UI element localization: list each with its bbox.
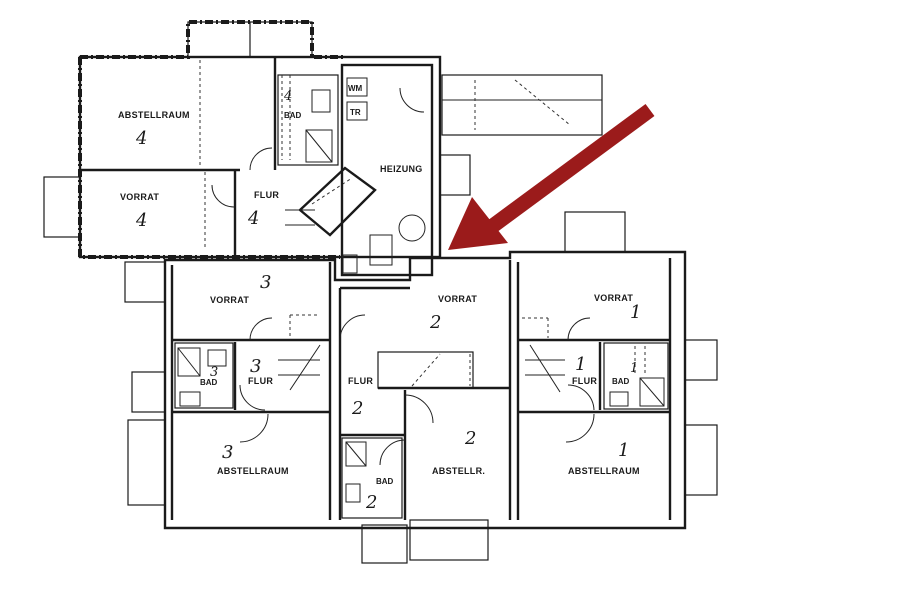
room-label-abstellraum-3: ABSTELLRAUM xyxy=(217,466,289,476)
room-label-abstell-2: ABSTELLR. xyxy=(432,466,485,476)
balcony-3-bottom xyxy=(127,419,166,506)
unit-4: ABSTELLRAUM 4 VORRAT 4 FLUR 4 BAD 4 xyxy=(43,20,442,259)
room-label-flur-3: FLUR xyxy=(248,376,273,386)
bath-3 xyxy=(174,342,234,409)
unit-1: VORRAT 1 FLUR 1 BAD 1 ABSTELLRAUM 1 xyxy=(516,211,718,520)
unit-number-2-bad: 2 xyxy=(365,492,377,513)
unit-number-2-vorrat: 2 xyxy=(429,312,441,333)
room-label-vorrat-4: VORRAT xyxy=(120,192,159,202)
unit-number-1-flur: 1 xyxy=(575,354,586,375)
label-wm: WM xyxy=(348,84,363,93)
balcony-1-right xyxy=(684,424,718,496)
red-arrow-annotation xyxy=(448,103,655,250)
room-label-bad-3: BAD xyxy=(200,378,218,387)
unit-number-4-vorrat: 4 xyxy=(135,210,147,231)
unit-number-2-flur: 2 xyxy=(351,398,363,419)
unit-number-4-flur: 4 xyxy=(247,208,259,229)
unit-3: VORRAT 3 FLUR 3 BAD 3 ABSTELLRAUM 3 xyxy=(124,261,332,520)
room-label-bad-4: BAD xyxy=(284,111,302,120)
diagonal-stair xyxy=(298,166,377,237)
unit-number-4-bad: 4 xyxy=(283,89,292,104)
unit-number-2-abstell: 2 xyxy=(464,428,476,449)
unit-4-hatched-boundary xyxy=(80,20,345,59)
room-label-vorrat-2: VORRAT xyxy=(438,294,477,304)
bath-4 xyxy=(277,74,339,166)
balcony-left xyxy=(43,176,81,238)
unit-number-3-vorrat: 3 xyxy=(260,272,271,293)
room-label-abstellraum-1: ABSTELLRAUM xyxy=(568,466,640,476)
heizung-room xyxy=(340,63,434,277)
unit-number-3-abstellraum: 3 xyxy=(222,442,233,463)
balcony-3-top xyxy=(124,261,166,303)
unit-number-4-abstellraum: 4 xyxy=(135,128,147,149)
room-label-bad-2: BAD xyxy=(376,477,394,486)
room-label-flur-1: FLUR xyxy=(572,376,597,386)
balcony-2-bottom xyxy=(409,519,489,561)
bath-1 xyxy=(603,342,669,410)
unit-2: VORRAT 2 FLUR 2 ABSTELLR. 2 BAD 2 xyxy=(338,260,512,564)
unit-number-3-flur: 3 xyxy=(250,356,261,377)
unit-number-3-bad: 3 xyxy=(210,365,218,380)
exterior-stair-right xyxy=(441,74,603,136)
room-label-vorrat-3: VORRAT xyxy=(210,295,249,305)
unit-4-outer-wall xyxy=(78,55,442,259)
room-label-flur-4: FLUR xyxy=(254,190,279,200)
balcony-1-top xyxy=(564,211,626,253)
room-label-abstellraum-4: ABSTELLRAUM xyxy=(118,110,190,120)
label-tr: TR xyxy=(350,108,361,117)
unit-number-1-abstellraum: 1 xyxy=(618,440,629,461)
room-label-bad-1: BAD xyxy=(612,377,630,386)
room-label-flur-2: FLUR xyxy=(348,376,373,386)
bath-2 xyxy=(341,437,403,519)
service-room: WM TR HEIZUNG xyxy=(340,63,603,277)
unit-4-hatched-boundary-left xyxy=(78,57,340,259)
room-label-vorrat-1: VORRAT xyxy=(594,293,633,303)
lower-block-outer-wall xyxy=(163,250,687,530)
room-label-heizung: HEIZUNG xyxy=(380,164,423,174)
unit-number-1-bad: 1 xyxy=(630,361,638,376)
unit-number-1-vorrat: 1 xyxy=(630,302,641,323)
